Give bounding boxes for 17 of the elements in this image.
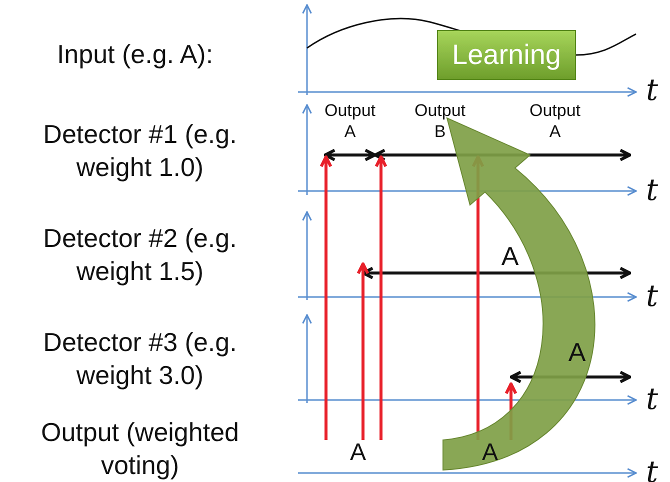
axis-label: t (644, 278, 660, 316)
row-label: Input (e.g. A): (56, 38, 214, 70)
axis-label: t (644, 381, 660, 418)
interval-label: Output B (413, 100, 467, 142)
interval-label: A (500, 240, 520, 272)
axis-label: t (644, 72, 660, 110)
row-label: Detector #2 (e.g. weight 1.5) (42, 222, 238, 287)
interval-label: Output A (323, 100, 377, 142)
row-label: Detector #3 (e.g. weight 3.0) (42, 326, 238, 391)
process-box: Learning (437, 30, 576, 80)
vote-result-label: A (480, 438, 499, 468)
axis-label: t (644, 172, 660, 210)
interval-label: Output A (528, 100, 582, 142)
vote-result-label: A (348, 438, 367, 468)
row-label: Output (weighted voting) (40, 416, 240, 481)
row-label: Detector #1 (e.g. weight 1.0) (42, 118, 238, 183)
interval-label: A (567, 336, 587, 368)
